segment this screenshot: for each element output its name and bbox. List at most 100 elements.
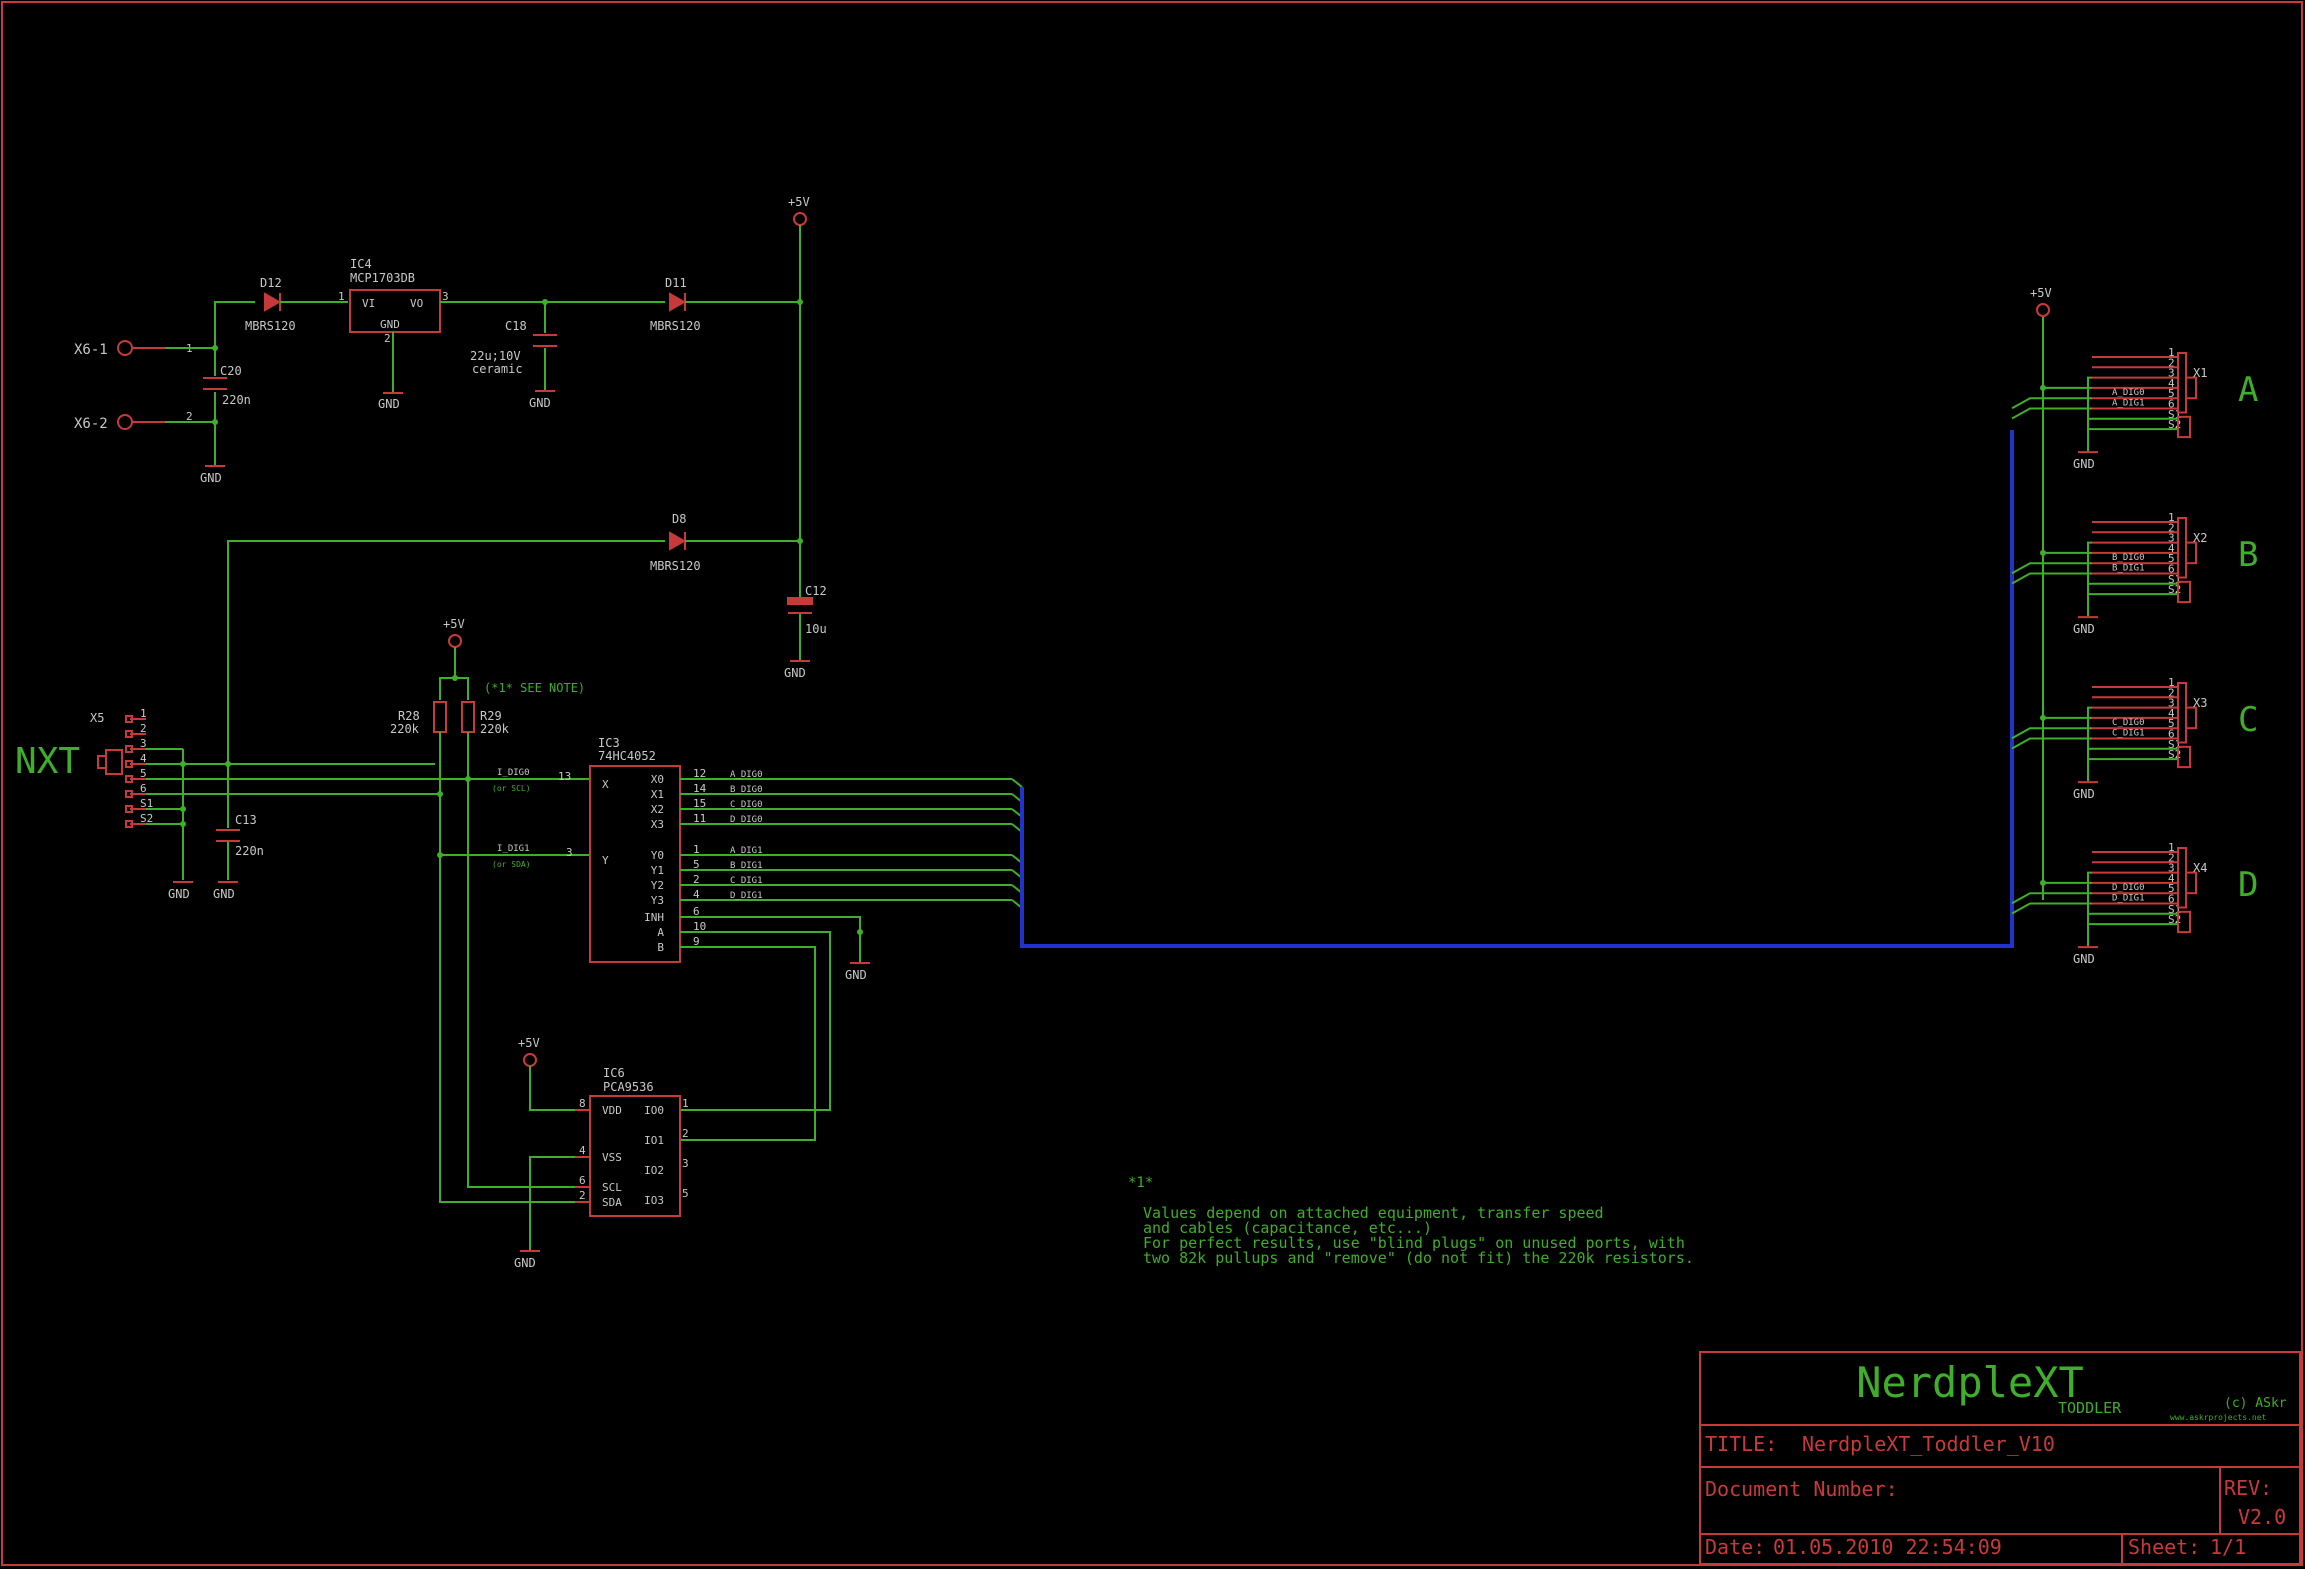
ic3-net-label: A_DIG0 [730, 770, 763, 780]
ic3-net-label: D_DIG1 [730, 891, 763, 901]
ic3-value: 74HC4052 [598, 749, 656, 763]
x5-pin-box [125, 760, 133, 768]
x5-pin-label: 3 [140, 737, 147, 750]
r28-name: R28 [398, 709, 420, 723]
x5-pin-label: 6 [140, 782, 147, 795]
ic3-pin-name: Y3 [651, 894, 664, 907]
x6-1-jack [117, 340, 133, 356]
port-pin-label: 6 [2168, 398, 2175, 411]
see-note: (*1* SEE NOTE) [484, 681, 585, 695]
x5-pin-box [125, 775, 133, 783]
port-shield [2177, 415, 2191, 439]
port-pin-label: 4 [2168, 377, 2175, 390]
x6-2-label: X6-2 [74, 416, 108, 432]
gnd-label: GND [2073, 787, 2095, 801]
power-supply: X6-1 1 X6-2 2 C20 220n GND D12 MBRS1 [74, 195, 827, 779]
port-net1: B_DIG1 [2112, 564, 2145, 574]
junction-dot [2040, 714, 2046, 721]
note-line-3: For perfect results, use "blind plugs" o… [1143, 1234, 1685, 1252]
title-value: NerdpleXT_Toddler_V10 [1802, 1432, 2055, 1456]
gnd-label: GND [200, 471, 222, 485]
ic4-value: MCP1703DB [350, 271, 415, 285]
d11-name: D11 [665, 276, 687, 290]
x5-pin-label: 2 [140, 722, 147, 735]
port-pin-label: 6 [2168, 563, 2175, 576]
ic6-pin-number: 5 [682, 1187, 689, 1200]
port-pin-label: 5 [2168, 882, 2175, 895]
ic3-pin-name: Y0 [651, 849, 664, 862]
title-label: TITLE: [1705, 1432, 1777, 1456]
c12-value: 10u [805, 622, 827, 636]
port-pin-label: 3 [2168, 697, 2175, 710]
junction-dot [2040, 879, 2046, 886]
r29-resistor [461, 701, 475, 733]
port-pin-label: 1 [2168, 346, 2175, 359]
ic3-pin-number: 4 [693, 888, 700, 901]
c20-value: 220n [222, 393, 251, 407]
ic3-pin-name: Y2 [651, 879, 664, 892]
ic3-net-label: C_DIG1 [730, 876, 763, 886]
ic3-pin-number: 14 [693, 782, 707, 795]
gnd-label: GND [213, 887, 235, 901]
gnd-label: GND [378, 397, 400, 411]
sheet-value: 1/1 [2210, 1535, 2246, 1559]
vcc-label: +5V [2030, 286, 2052, 300]
ic6-io-expander: IC6 PCA9536 VDD8VSS4SCL6SDA2IO01IO12IO23… [514, 1036, 689, 1270]
sheet-label: Sheet: [2128, 1535, 2200, 1559]
ic6-pin-name: VSS [602, 1151, 622, 1164]
ic3-pin-name: B [657, 941, 664, 954]
port-net0: B_DIG0 [2112, 553, 2145, 563]
port-pin-label: 2 [2168, 521, 2175, 534]
ic6-pin-number: 2 [682, 1127, 689, 1140]
port-connector-tab [2185, 376, 2197, 400]
port-letter: B [2238, 535, 2258, 575]
svg-text:Y: Y [602, 854, 609, 867]
r28-value: 220k [390, 722, 420, 736]
website: www.askrprojects.net [2170, 1413, 2267, 1422]
ic3-net-label: A_DIG1 [730, 846, 763, 856]
port-conn-name: X2 [2193, 531, 2207, 545]
r28-resistor [433, 701, 447, 733]
gnd-label: GND [845, 968, 867, 982]
x6-1-label: X6-1 [74, 342, 108, 358]
net-idig0-alt: (or SCL) [492, 784, 531, 793]
port-conn-name: X3 [2193, 696, 2207, 710]
vcc-label: +5V [518, 1036, 540, 1050]
x5-pin-label: S2 [140, 812, 153, 825]
c13-name: C13 [235, 813, 257, 827]
ic3-pin-number: 11 [693, 812, 706, 825]
port-net1: D_DIG1 [2112, 894, 2145, 904]
svg-text:VO: VO [410, 297, 423, 310]
x5-pin-label: 4 [140, 752, 147, 765]
date-value: 01.05.2010 22:54:09 [1773, 1535, 2002, 1559]
ic6-pin-name: IO0 [644, 1104, 664, 1117]
x5-pin-label: S1 [140, 797, 153, 810]
ic3-pin-number: 5 [693, 858, 700, 871]
ic3-name: IC3 [598, 736, 620, 750]
ic6-name: IC6 [603, 1066, 625, 1080]
port-connector-body [2177, 517, 2187, 579]
port-pin-label: 3 [2168, 532, 2175, 545]
port-bus-entry [2011, 902, 2092, 915]
ic3-net-label: D_DIG0 [730, 815, 763, 825]
c13-value: 220n [235, 844, 264, 858]
port-bus-entry [2011, 892, 2092, 905]
port-connector-body [2177, 682, 2187, 744]
port-pin-label: 2 [2168, 356, 2175, 369]
d8-name: D8 [672, 512, 686, 526]
x5-pin-box [125, 805, 133, 813]
c12-name: C12 [805, 584, 827, 598]
note-line-4: two 82k pullups and "remove" (do not fit… [1143, 1249, 1694, 1267]
port-gnd-wire [2087, 541, 2092, 617]
port-bus-entry [2011, 737, 2092, 750]
ic3-net-label: B_DIG0 [730, 785, 763, 795]
note-line-2: and cables (capacitance, etc...) [1143, 1219, 1432, 1237]
x6-2-jack [117, 414, 133, 430]
ic3-pin-number: 15 [693, 797, 706, 810]
port-net0: D_DIG0 [2112, 883, 2145, 893]
nxt-label: NXT [15, 741, 80, 782]
ic3-net-label: B_DIG1 [730, 861, 763, 871]
port-pin-label: 1 [2168, 841, 2175, 854]
